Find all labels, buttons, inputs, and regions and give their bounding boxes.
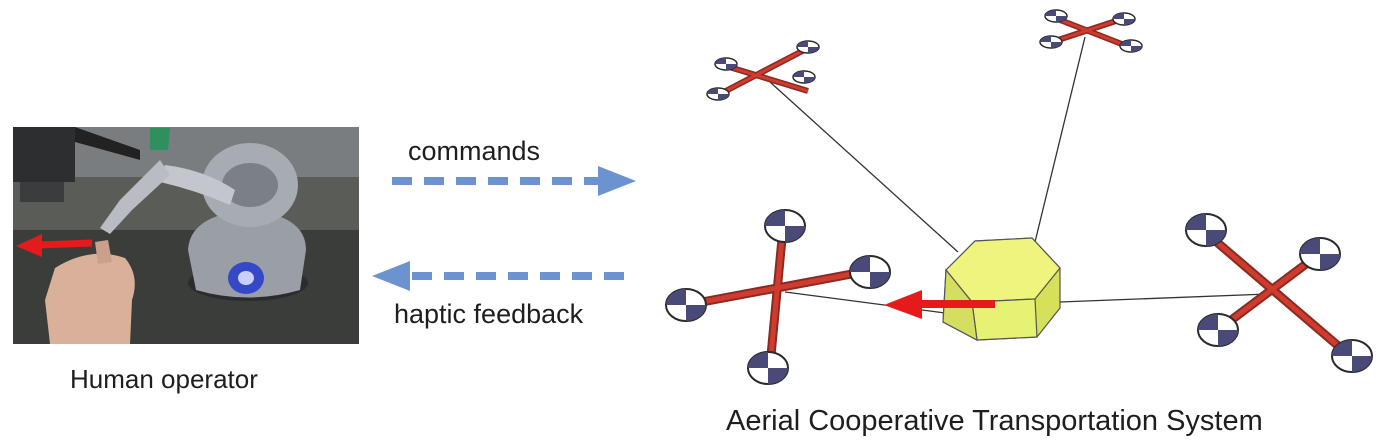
quadrotor-right xyxy=(1185,213,1373,373)
monitor-icon xyxy=(13,127,170,202)
operator-photo xyxy=(13,127,359,344)
haptic-device-icon xyxy=(100,143,308,301)
cables xyxy=(769,36,1269,314)
hand-icon xyxy=(45,240,135,344)
haptic-feedback-label: haptic feedback xyxy=(394,299,584,329)
system-label: Aerial Cooperative Transportation System xyxy=(726,405,1263,437)
payload-force-arrow xyxy=(884,290,995,319)
haptic-feedback-arrow xyxy=(372,261,624,291)
quadrotor-top-right xyxy=(1039,9,1143,53)
quadrotor-bottom-left xyxy=(665,209,891,385)
human-operator-label: Human operator xyxy=(70,364,258,394)
payload-icon xyxy=(942,237,1061,342)
quadrotor-top-left xyxy=(706,40,820,101)
commands-arrow xyxy=(392,166,636,196)
operator-force-arrow xyxy=(16,234,93,257)
commands-label: commands xyxy=(408,136,541,166)
